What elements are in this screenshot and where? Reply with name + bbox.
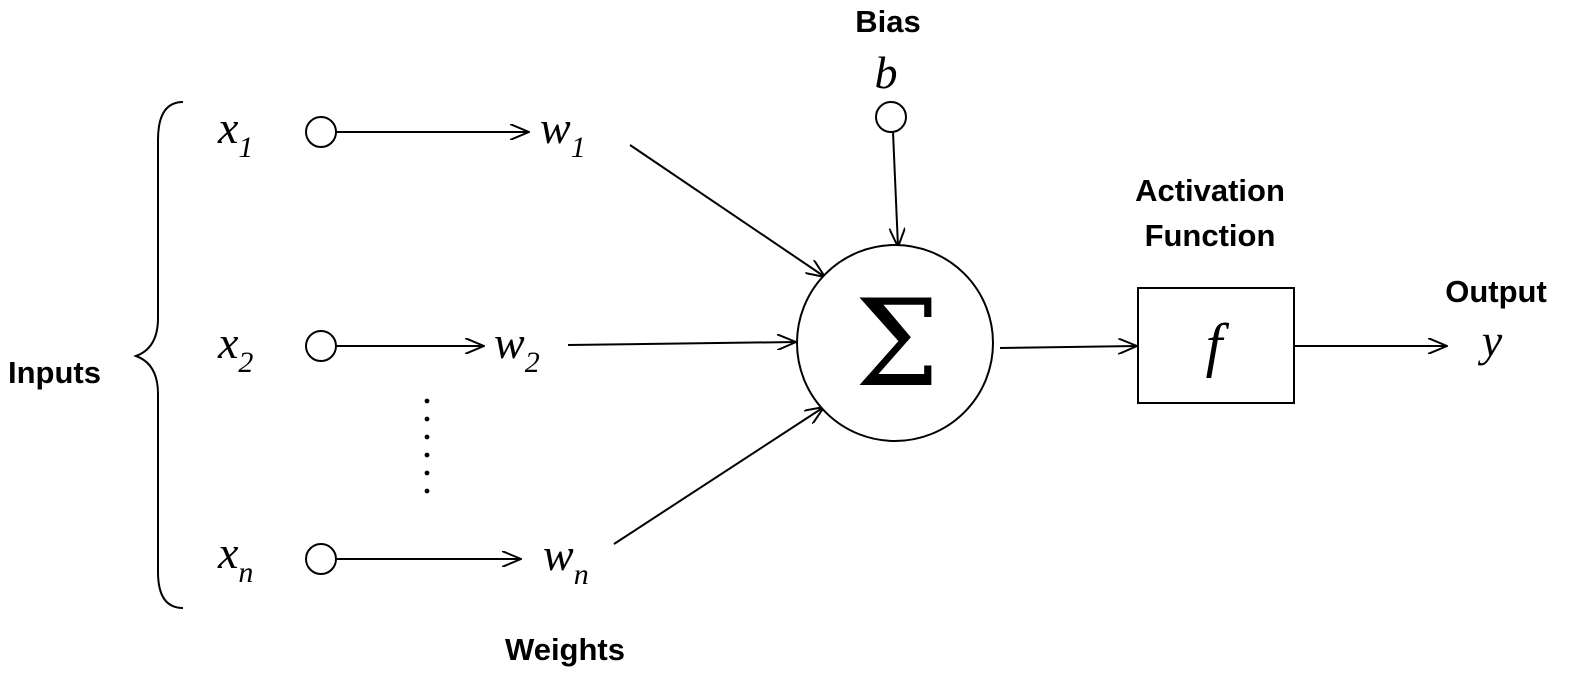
output-label: Output — [1445, 274, 1547, 309]
summation-node — [796, 244, 994, 442]
output-symbol: y — [1478, 315, 1503, 366]
ellipsis-dots — [424, 398, 430, 494]
weight-w1-label: w1 — [540, 102, 586, 164]
weight-wn-label: wn — [543, 529, 589, 591]
input-node-n — [305, 543, 337, 575]
activation-label-line1: Activation — [1135, 173, 1285, 208]
weighted-arrow-2 — [567, 342, 796, 345]
bias-symbol: b — [875, 47, 898, 98]
summation-sigma-icon: Σ — [855, 275, 940, 414]
bias-label: Bias — [855, 4, 920, 39]
input-node-2 — [305, 330, 337, 362]
activation-box — [1137, 287, 1295, 404]
weighted-arrow-n — [613, 407, 824, 545]
weight-w2-label: w2 — [494, 317, 540, 379]
input-node-1 — [305, 116, 337, 148]
input-x1-label: x1 — [217, 102, 253, 164]
inputs-brace — [133, 101, 184, 609]
sum-to-activation-arrow — [999, 346, 1137, 348]
bias-arrow — [893, 131, 898, 247]
inputs-label: Inputs — [8, 355, 101, 390]
activation-label-line2: Function — [1145, 218, 1276, 253]
input-x2-label: x2 — [217, 317, 253, 379]
weighted-arrow-1 — [629, 144, 825, 277]
weights-label: Weights — [505, 632, 625, 667]
input-xn-label: xn — [217, 527, 253, 589]
bias-node — [875, 101, 907, 133]
